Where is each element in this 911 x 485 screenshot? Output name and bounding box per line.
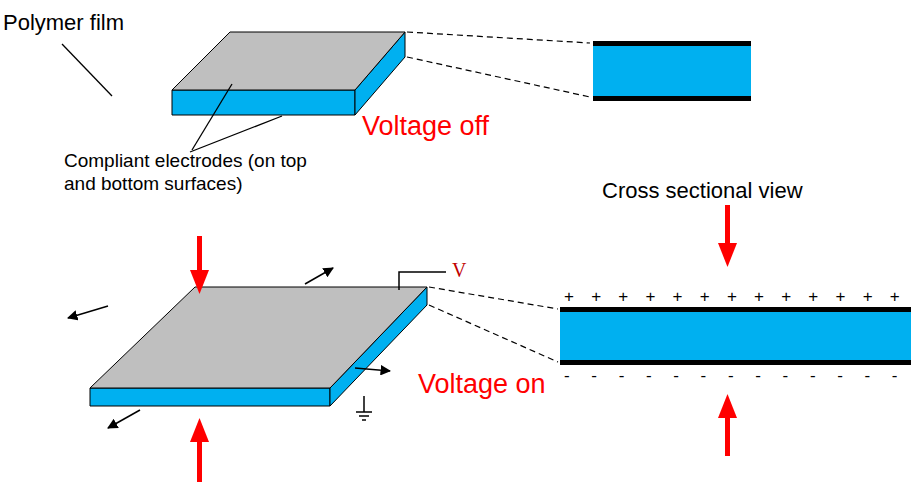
expansion-arrows [68, 268, 390, 428]
state-label: Voltage off [362, 110, 489, 142]
charge-signs: - - - - - - - - - - - - - [564, 366, 906, 386]
view-label: Cross sectional view [602, 178, 803, 204]
part-label: Polymer film [3, 10, 124, 36]
projection-lines [407, 32, 590, 97]
film-off [172, 32, 405, 115]
signal-name: V [452, 258, 466, 282]
part-label: Compliant electrodes (on top and bottom … [64, 150, 334, 196]
film-on [90, 287, 427, 406]
charge-signs: + + + + + + + + + + + + + [564, 287, 906, 307]
projection-lines [429, 287, 558, 362]
leader-lines [62, 44, 282, 152]
state-label: Voltage on [418, 368, 546, 400]
cross-section-off [593, 41, 751, 101]
cross-section-on [560, 307, 911, 365]
